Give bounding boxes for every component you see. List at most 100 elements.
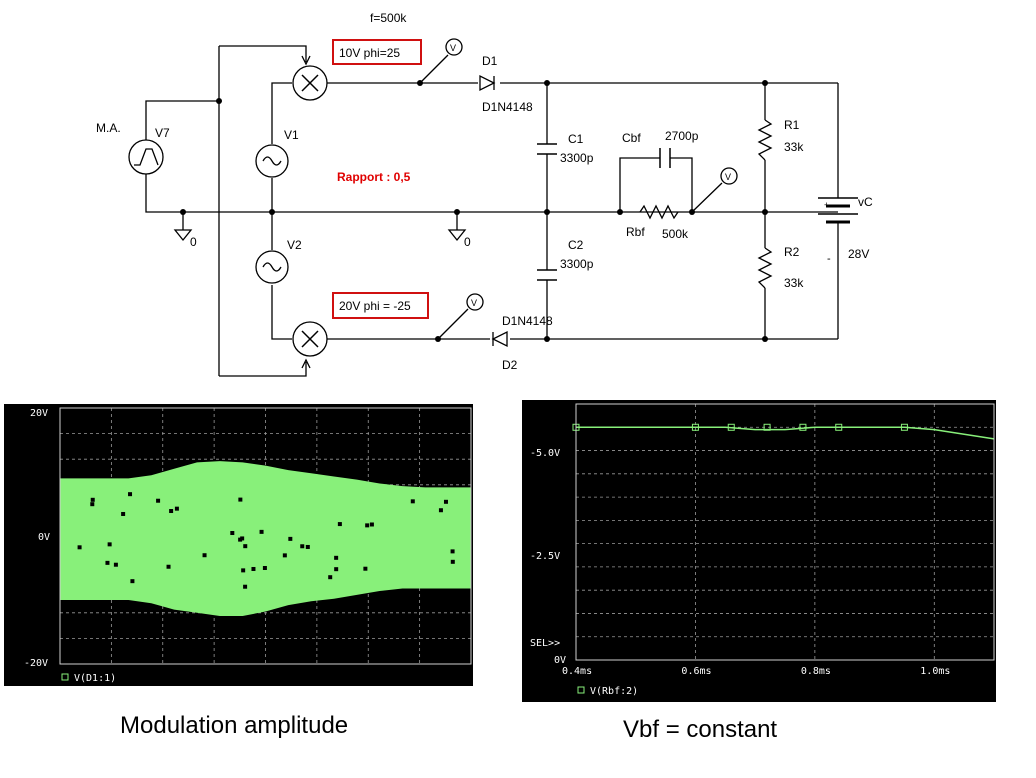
trace-marker bbox=[202, 553, 207, 558]
trace-marker bbox=[230, 531, 235, 536]
trace-marker bbox=[369, 522, 374, 527]
resistor-rbf-icon bbox=[639, 204, 679, 220]
trace-marker bbox=[691, 423, 699, 431]
trace-marker bbox=[169, 509, 174, 514]
plot-frame bbox=[575, 403, 995, 661]
diode-d1-icon bbox=[479, 74, 496, 92]
svg-text:V: V bbox=[471, 298, 477, 308]
capacitor-c1-icon bbox=[537, 143, 557, 155]
scope-left: 20V 0V -20V V(D1:1) bbox=[4, 404, 473, 686]
chart-grid bbox=[576, 404, 994, 660]
trace-markers bbox=[77, 492, 455, 589]
x-tick-label: 0.8ms bbox=[801, 666, 831, 677]
legend-label: V(Rbf:2) bbox=[590, 686, 638, 697]
battery-value: 28V bbox=[848, 247, 869, 261]
trace-marker bbox=[128, 492, 133, 497]
modulated-signal-area bbox=[60, 461, 471, 616]
capacitor-value: 3300p bbox=[560, 257, 594, 271]
trace-marker bbox=[410, 499, 415, 504]
y-tick-label: 20V bbox=[30, 408, 48, 419]
resistor-name: Rbf bbox=[626, 225, 645, 239]
trace-marker bbox=[300, 544, 305, 549]
trace-marker bbox=[438, 508, 443, 513]
diode-model: D1N4148 bbox=[482, 100, 533, 114]
source-v2-icon bbox=[255, 250, 289, 284]
trace-marker bbox=[305, 544, 310, 549]
trace-marker bbox=[107, 542, 112, 547]
battery-minus: - bbox=[827, 253, 831, 265]
phase-box-text: 20V phi = -25 bbox=[339, 299, 411, 313]
capacitor-name: C2 bbox=[568, 238, 584, 252]
trace-marker bbox=[835, 423, 843, 431]
caption-left: Modulation amplitude bbox=[120, 712, 349, 739]
resistor-value: 500k bbox=[662, 227, 689, 241]
trace-marker bbox=[174, 506, 179, 511]
trace-marker bbox=[365, 523, 370, 528]
trace-marker bbox=[727, 423, 735, 431]
diode-d2-icon bbox=[491, 330, 508, 348]
trace-marker bbox=[443, 499, 448, 504]
capacitor-name: Cbf bbox=[622, 131, 641, 145]
frequency-label: f=500k bbox=[370, 11, 407, 25]
trace-marker bbox=[238, 537, 243, 542]
battery-plus: + bbox=[824, 200, 829, 210]
ma-label: M.A. bbox=[96, 121, 121, 135]
trace-marker bbox=[337, 522, 342, 527]
capacitor-c2-icon bbox=[537, 269, 557, 281]
resistor-value: 33k bbox=[784, 276, 804, 290]
resistor-name: R1 bbox=[784, 118, 800, 132]
source-v7-icon bbox=[128, 139, 164, 175]
trace-marker bbox=[328, 575, 333, 580]
resistor-value: 33k bbox=[784, 140, 804, 154]
voltage-probe-icon: V bbox=[419, 38, 463, 84]
svg-text:V: V bbox=[725, 172, 731, 182]
trace-marker bbox=[450, 559, 455, 564]
trace-marker bbox=[90, 502, 95, 507]
phase-box bbox=[332, 292, 429, 319]
source-label: V1 bbox=[284, 128, 299, 142]
trace-marker bbox=[77, 545, 82, 550]
junctions bbox=[180, 80, 768, 342]
vbf-trace bbox=[576, 426, 995, 440]
trace-marker bbox=[288, 536, 293, 541]
trace-marker bbox=[130, 579, 135, 584]
multiplier-icon bbox=[292, 55, 328, 101]
capacitor-name: C1 bbox=[568, 132, 584, 146]
legend-marker bbox=[577, 686, 585, 694]
source-label: V7 bbox=[155, 126, 170, 140]
sel-label: SEL>> bbox=[530, 638, 560, 649]
trace-marker bbox=[241, 568, 246, 573]
battery-name: vC bbox=[858, 195, 873, 209]
wires bbox=[145, 45, 839, 377]
plot-frame bbox=[59, 407, 472, 665]
trace-markers bbox=[572, 423, 908, 431]
y-tick-label: 0V bbox=[554, 655, 566, 666]
trace-marker bbox=[156, 498, 161, 503]
trace-marker bbox=[243, 544, 248, 549]
voltage-probe-icon: V bbox=[437, 293, 484, 340]
resistor-r2-icon bbox=[757, 247, 773, 289]
multiplier-icon bbox=[292, 321, 328, 369]
svg-text:V: V bbox=[450, 43, 456, 53]
capacitor-value: 3300p bbox=[560, 151, 594, 165]
trace-marker bbox=[334, 555, 339, 560]
trace-marker bbox=[259, 529, 264, 534]
trace-marker bbox=[166, 564, 171, 569]
caption-right: Vbf = constant bbox=[623, 716, 778, 743]
battery-icon bbox=[818, 197, 858, 238]
diode-name: D1 bbox=[482, 54, 498, 68]
trace-marker bbox=[334, 567, 339, 572]
ratio-label: Rapport : 0,5 bbox=[337, 170, 411, 184]
phase-box bbox=[332, 39, 422, 65]
trace-marker bbox=[799, 423, 807, 431]
trace-marker bbox=[240, 536, 245, 541]
trace-marker bbox=[243, 584, 248, 589]
resistor-r1-icon bbox=[757, 119, 773, 161]
capacitor-cbf-icon bbox=[659, 148, 671, 168]
circuit-schematic: 0 0 M.A. V7 V1 V2 f=500k 10V phi=25 20V … bbox=[96, 11, 873, 377]
trace-marker bbox=[763, 423, 771, 431]
x-tick-label: 0.4ms bbox=[562, 666, 592, 677]
resistor-name: R2 bbox=[784, 245, 800, 259]
